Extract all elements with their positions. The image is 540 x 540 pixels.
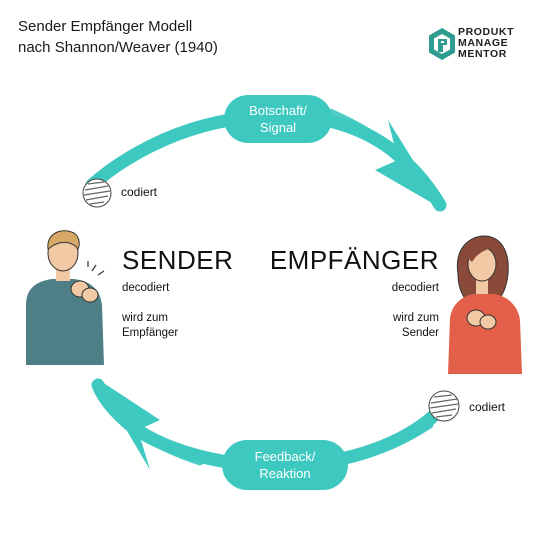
message-signal-line-2: Signal	[259, 120, 297, 135]
produkt-manage-mentor-logo-icon	[429, 28, 455, 60]
receiver-role-line-2: Sender	[401, 327, 439, 339]
sender-person-illustration	[26, 230, 105, 365]
encode-label-top: codiert	[121, 185, 158, 199]
title-line-2: nach Shannon/Weaver (1940)	[18, 39, 218, 56]
sender-role-line-2: Empfänger	[122, 327, 179, 339]
encoder-scribble-bottom	[428, 390, 460, 422]
bottom-arrow-head	[96, 378, 160, 470]
message-signal-line-1: Botschaft/	[249, 103, 307, 118]
feedback-reaction-line-1: Feedback/	[254, 449, 316, 464]
receiver-heading: EMPFÄNGER	[269, 245, 439, 275]
receiver-role-line-1: wird zum	[392, 312, 439, 324]
diagram-title: Sender Empfänger Modell nach Shannon/Wea…	[18, 16, 218, 58]
message-signal-pill: Botschaft/ Signal	[224, 95, 332, 143]
logo-line-2: MANAGE	[458, 37, 509, 49]
logo-line-3: MENTOR	[458, 48, 507, 60]
title-line-1: Sender Empfänger Modell	[18, 18, 193, 35]
receiver-role: wird zum Sender	[393, 311, 439, 341]
sender-role: wird zum Empfänger	[122, 311, 178, 341]
receiver-decoded: decodiert	[391, 282, 439, 294]
feedback-reaction-line-2: Reaktion	[259, 466, 311, 481]
sender-heading: SENDER	[122, 245, 234, 275]
top-arrow-head	[375, 120, 444, 210]
receiver-person-illustration	[448, 235, 522, 374]
sender-decoded: decodiert	[122, 282, 170, 294]
sender-role-line-1: wird zum	[122, 312, 169, 324]
logo-line-1: PRODUKT	[458, 26, 515, 38]
logo-text: PRODUKT MANAGE MENTOR	[458, 27, 514, 60]
feedback-reaction-pill: Feedback/ Reaktion	[222, 440, 348, 490]
encode-label-bottom: codiert	[469, 400, 506, 414]
encoder-scribble-top	[82, 178, 112, 208]
